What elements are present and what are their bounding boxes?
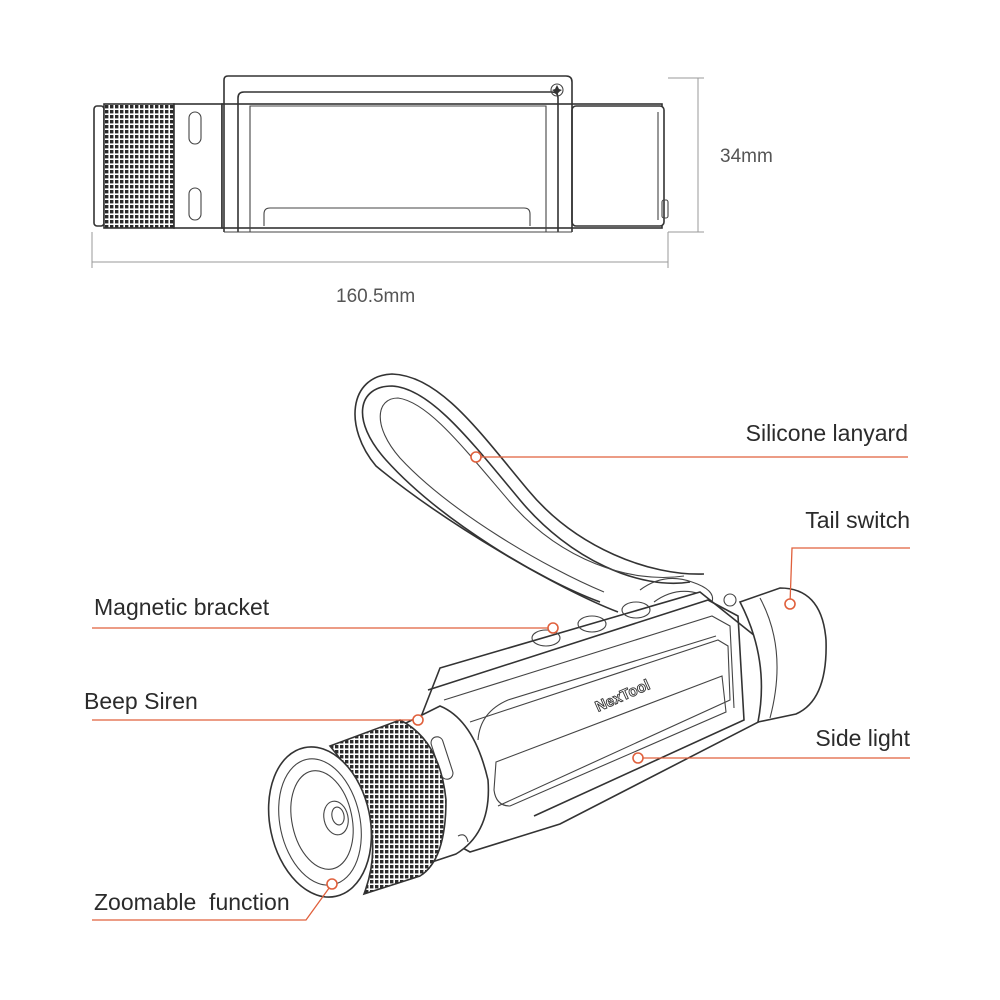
top-slot-lower [188,187,202,221]
leader-zoomable-function [92,883,333,921]
top-bracket-screw [550,83,564,97]
top-slot-upper [188,111,202,145]
top-view: 34mm 160.5mm [91,75,773,307]
iso-tail-screw [723,593,737,607]
iso-button-3 [621,601,651,619]
iso-tail-cap [738,587,827,724]
marker-magnetic-bracket [547,622,559,634]
marker-zoomable-function [326,878,338,890]
top-knurled-head [103,103,175,229]
iso-led [323,800,349,836]
label-side-light: Side light [815,725,910,751]
marker-silicone-lanyard [470,451,482,463]
callouts: Silicone lanyard Tail switch Magnetic br… [84,420,911,921]
top-neck [173,103,223,229]
iso-side-panel [493,675,727,807]
iso-bracket [427,599,745,817]
top-tail [571,105,665,227]
marker-side-light [632,752,644,764]
label-tail-switch: Tail switch [805,507,910,533]
label-magnetic-bracket: Magnetic bracket [94,594,270,620]
top-bracket-frame [223,75,573,232]
iso-button-2 [577,615,607,633]
top-bezel [93,105,105,227]
height-dimension-label: 34mm [720,146,773,167]
silicone-lanyard [354,373,714,613]
iso-button-1 [531,629,561,647]
marker-beep-siren [412,714,424,726]
iso-lens [290,770,354,870]
label-silicone-lanyard: Silicone lanyard [746,420,908,446]
marker-tail-switch [784,598,796,610]
label-beep-siren: Beep Siren [84,688,198,714]
leader-tail-switch [789,547,910,605]
iso-view: NexTool [267,373,827,898]
length-dimension-label: 160.5mm [336,286,415,307]
label-zoomable-function: Zoomable function [94,889,290,915]
